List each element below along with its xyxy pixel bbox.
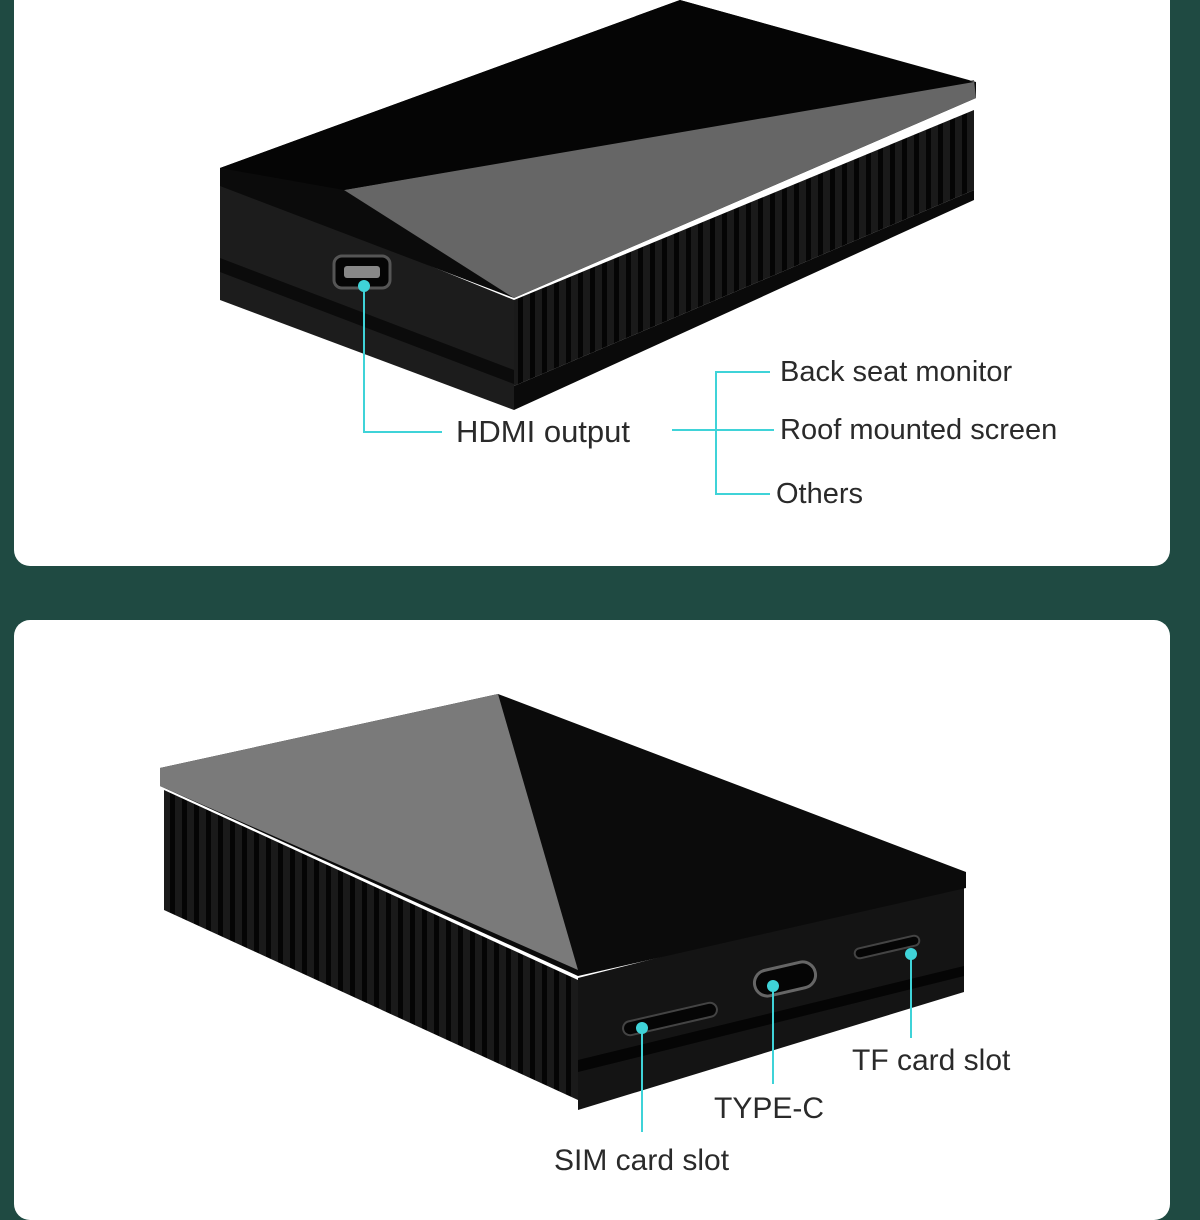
tf-card-slot-label: TF card slot	[852, 1044, 1011, 1077]
device-fin-side	[514, 110, 974, 386]
device-bottom-view	[160, 694, 966, 1132]
sim-card-slot-label: SIM card slot	[554, 1144, 730, 1177]
targets-bracket	[715, 371, 770, 495]
device-lid-gloss	[220, 0, 974, 190]
target-roof-mounted-screen: Roof mounted screen	[780, 414, 1058, 446]
device-lid-highlight	[160, 694, 578, 970]
top-panel: HDMI output Back seat monitor Roof mount…	[14, 0, 1170, 566]
hdmi-output-label: HDMI output	[456, 414, 631, 449]
device-front-band	[220, 258, 514, 384]
device-top-view	[220, 0, 976, 495]
hdmi-callout-line	[363, 286, 442, 433]
device-lid-highlight	[344, 80, 976, 298]
bottom-panel: TF card slot TYPE-C SIM card slot	[14, 620, 1170, 1220]
type-c-label: TYPE-C	[714, 1092, 825, 1125]
device-front-band	[578, 966, 964, 1072]
device-fin-side	[164, 790, 578, 1100]
target-back-seat-monitor: Back seat monitor	[780, 356, 1013, 388]
tf-card-slot	[853, 934, 921, 960]
target-others: Others	[776, 478, 864, 510]
device-fin-base	[514, 190, 974, 410]
hdmi-port-inner	[344, 266, 380, 278]
